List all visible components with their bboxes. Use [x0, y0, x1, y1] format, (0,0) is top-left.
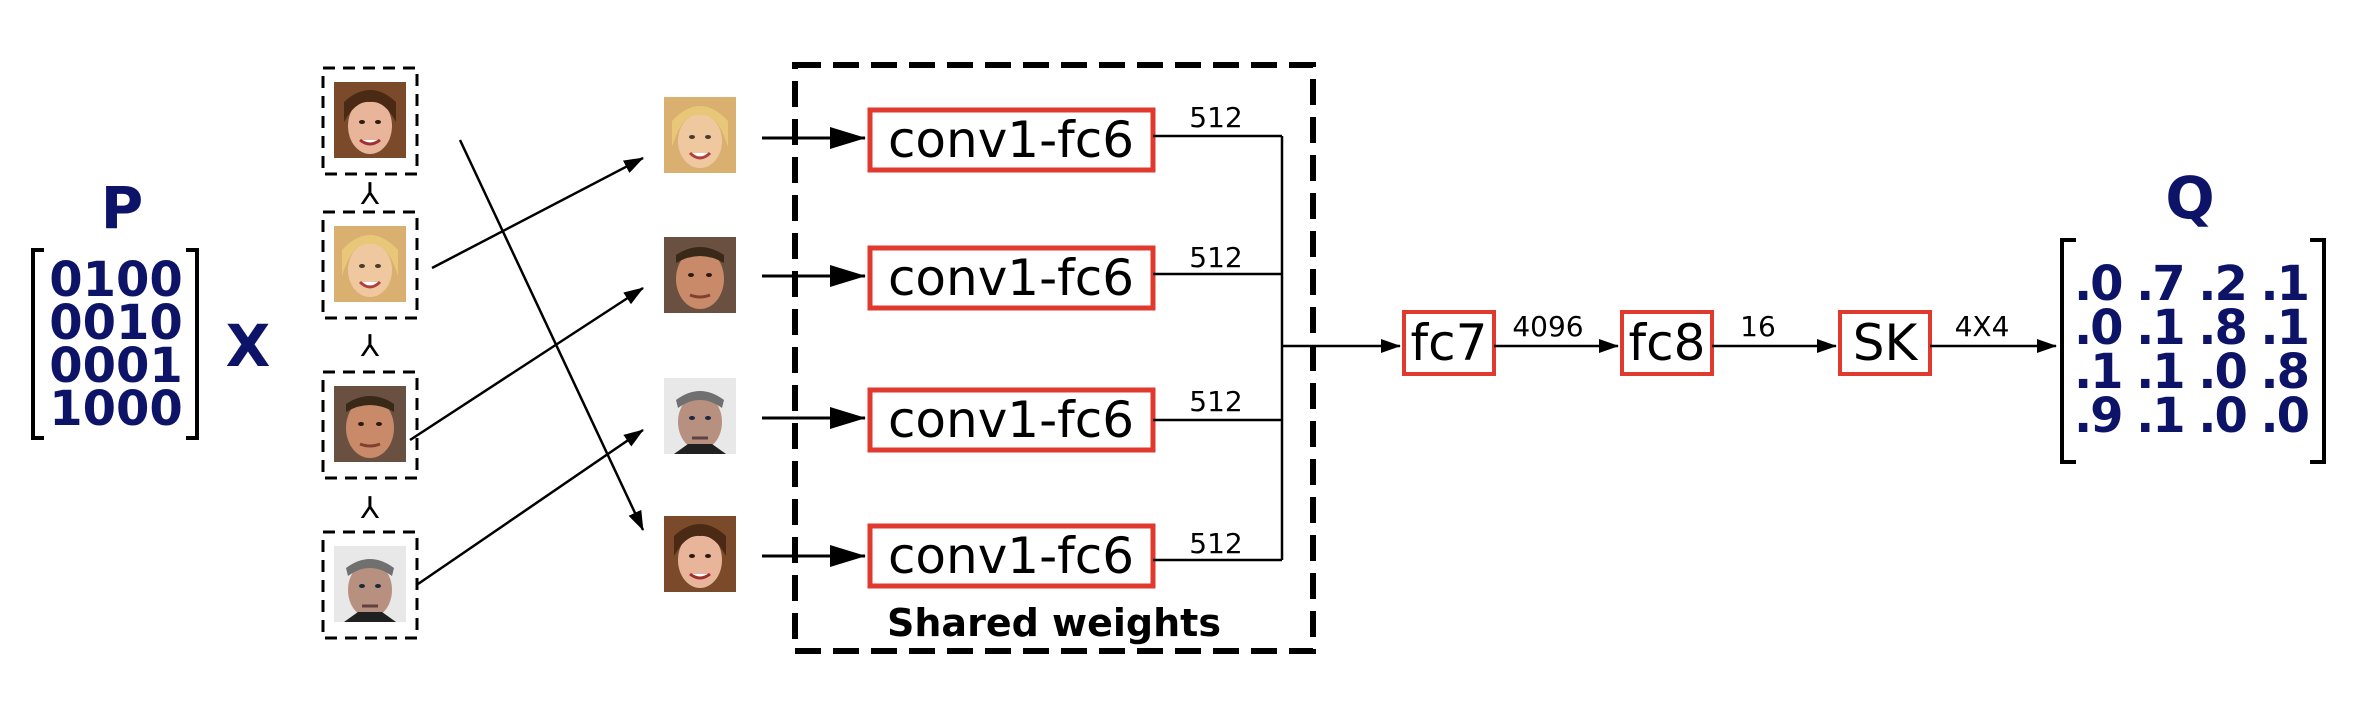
input-tile [321, 370, 419, 480]
branch-merge-lines [1153, 134, 1284, 562]
q-matrix-row: .0 .1 .8 .1 [2074, 300, 2310, 356]
fc7-dim-label: 4096 [1512, 310, 1583, 343]
q-matrix-bracket-right [2310, 238, 2326, 464]
permuted-face [662, 514, 738, 594]
branch-dim-label: 512 [1189, 101, 1242, 134]
input-tile [321, 66, 419, 176]
svg-text:conv1-fc6: conv1-fc6 [888, 391, 1134, 449]
permutation-arrow [409, 286, 644, 442]
q-matrix-bracket-left [2060, 238, 2076, 464]
times-symbol: X [226, 312, 271, 380]
q-matrix-row: .1 .1 .0 .8 [2074, 344, 2310, 400]
shared-weights-label: Shared weights [887, 601, 1221, 645]
order-symbol: ⅄ [361, 491, 380, 526]
permuted-face [662, 235, 738, 315]
sk-box: SK [1838, 310, 1932, 376]
branch-dim-label: 512 [1189, 385, 1242, 418]
fc8-dim-label: 16 [1740, 310, 1776, 343]
branch-dim-label: 512 [1189, 241, 1242, 274]
fc8-box: fc8 [1620, 310, 1714, 376]
permutation-arrow [458, 139, 645, 531]
svg-text:conv1-fc6: conv1-fc6 [888, 527, 1134, 585]
conv-branch-box: conv1-fc6 [867, 523, 1156, 589]
svg-text:fc7: fc7 [1411, 314, 1488, 372]
q-matrix-row: .9 .1 .0 .0 [2074, 388, 2310, 444]
svg-text:fc8: fc8 [1629, 314, 1706, 372]
branch-dim-label: 512 [1189, 527, 1242, 560]
svg-text:conv1-fc6: conv1-fc6 [888, 249, 1134, 307]
input-tile [321, 210, 419, 320]
conv-branch-box: conv1-fc6 [867, 245, 1156, 311]
order-symbol: ⅄ [361, 329, 380, 364]
permutation-arrow [417, 428, 644, 586]
p-matrix-bracket-right [186, 248, 199, 440]
q-matrix-row: .0 .7 .2 .1 [2074, 256, 2310, 312]
shared-weights-frame [792, 62, 1316, 654]
conv-branch-box: conv1-fc6 [867, 107, 1156, 173]
p-matrix-row: 0010 [49, 295, 183, 351]
p-matrix-row: 1000 [49, 381, 183, 437]
sk-dim-label: 4X4 [1955, 310, 2010, 343]
q-matrix-label: Q [2165, 164, 2214, 232]
svg-text:SK: SK [1853, 314, 1919, 372]
permuted-face [662, 95, 738, 175]
p-matrix-bracket-left [31, 248, 44, 440]
input-tile [321, 530, 419, 640]
fc7-box: fc7 [1402, 310, 1496, 376]
order-symbol: ⅄ [361, 177, 380, 212]
p-matrix-row: 0001 [49, 338, 183, 394]
conv-branch-box: conv1-fc6 [867, 387, 1156, 453]
svg-text:conv1-fc6: conv1-fc6 [888, 111, 1134, 169]
permutation-arrow [431, 156, 644, 270]
permuted-face [662, 376, 738, 456]
p-matrix-row: 0100 [49, 252, 183, 308]
p-matrix-label: P [101, 174, 144, 242]
